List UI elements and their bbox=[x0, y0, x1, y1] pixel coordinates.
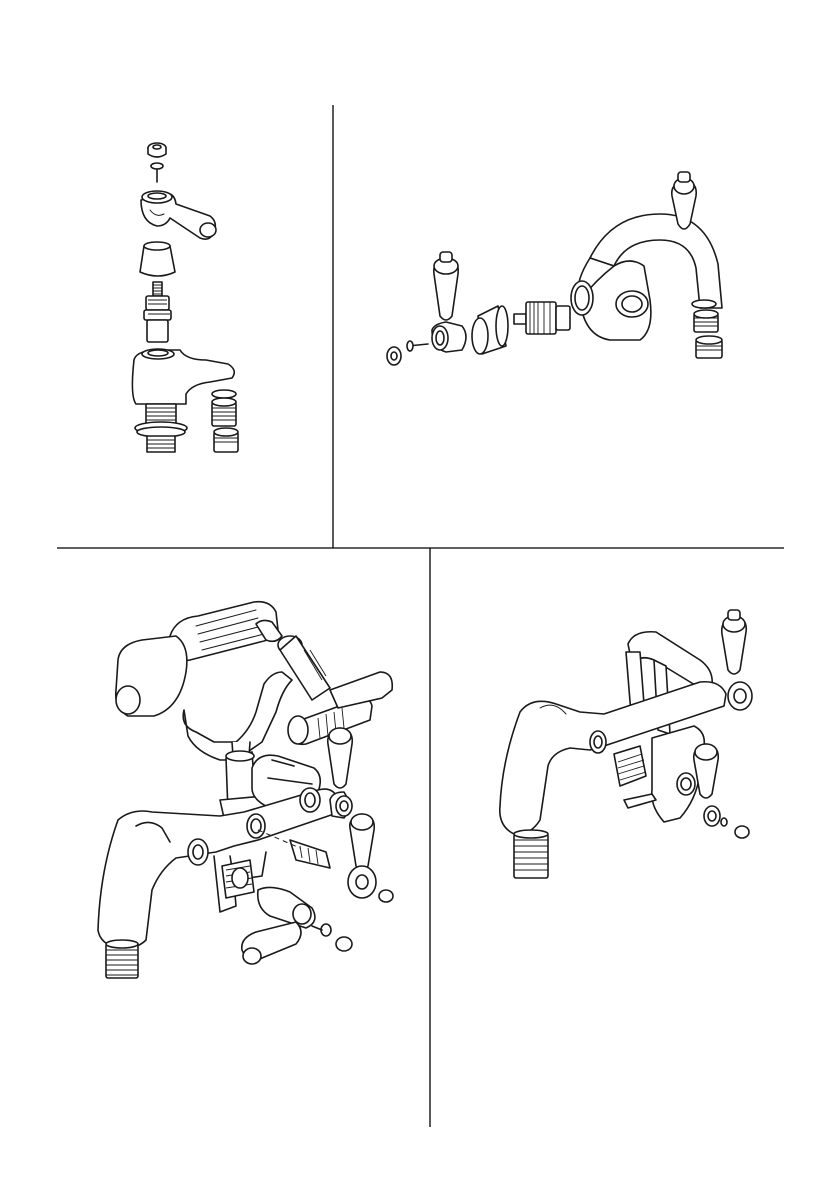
exploded-bath-filler-icon bbox=[500, 610, 752, 878]
exploded-mono-basin-mixer-icon bbox=[387, 172, 722, 365]
shower-handset-part bbox=[116, 602, 330, 716]
exploded-pillar-tap-icon bbox=[132, 143, 238, 452]
shroud-part bbox=[140, 242, 175, 276]
aerator-parts bbox=[212, 390, 238, 452]
bath-filler-body-part bbox=[500, 632, 726, 878]
bath-mixer-body-part bbox=[98, 751, 338, 978]
cartridge-part bbox=[144, 282, 171, 342]
mixer-shroud-part bbox=[472, 306, 508, 354]
mixer-screw-part bbox=[387, 341, 428, 365]
cap-nut-part bbox=[148, 143, 166, 157]
lever-handle-part bbox=[141, 191, 216, 239]
screw-part bbox=[151, 163, 163, 182]
mixer-cartridge-part bbox=[514, 302, 570, 334]
mixer-side-lever-part bbox=[432, 252, 466, 352]
exploded-bath-shower-mixer-icon bbox=[98, 602, 393, 978]
